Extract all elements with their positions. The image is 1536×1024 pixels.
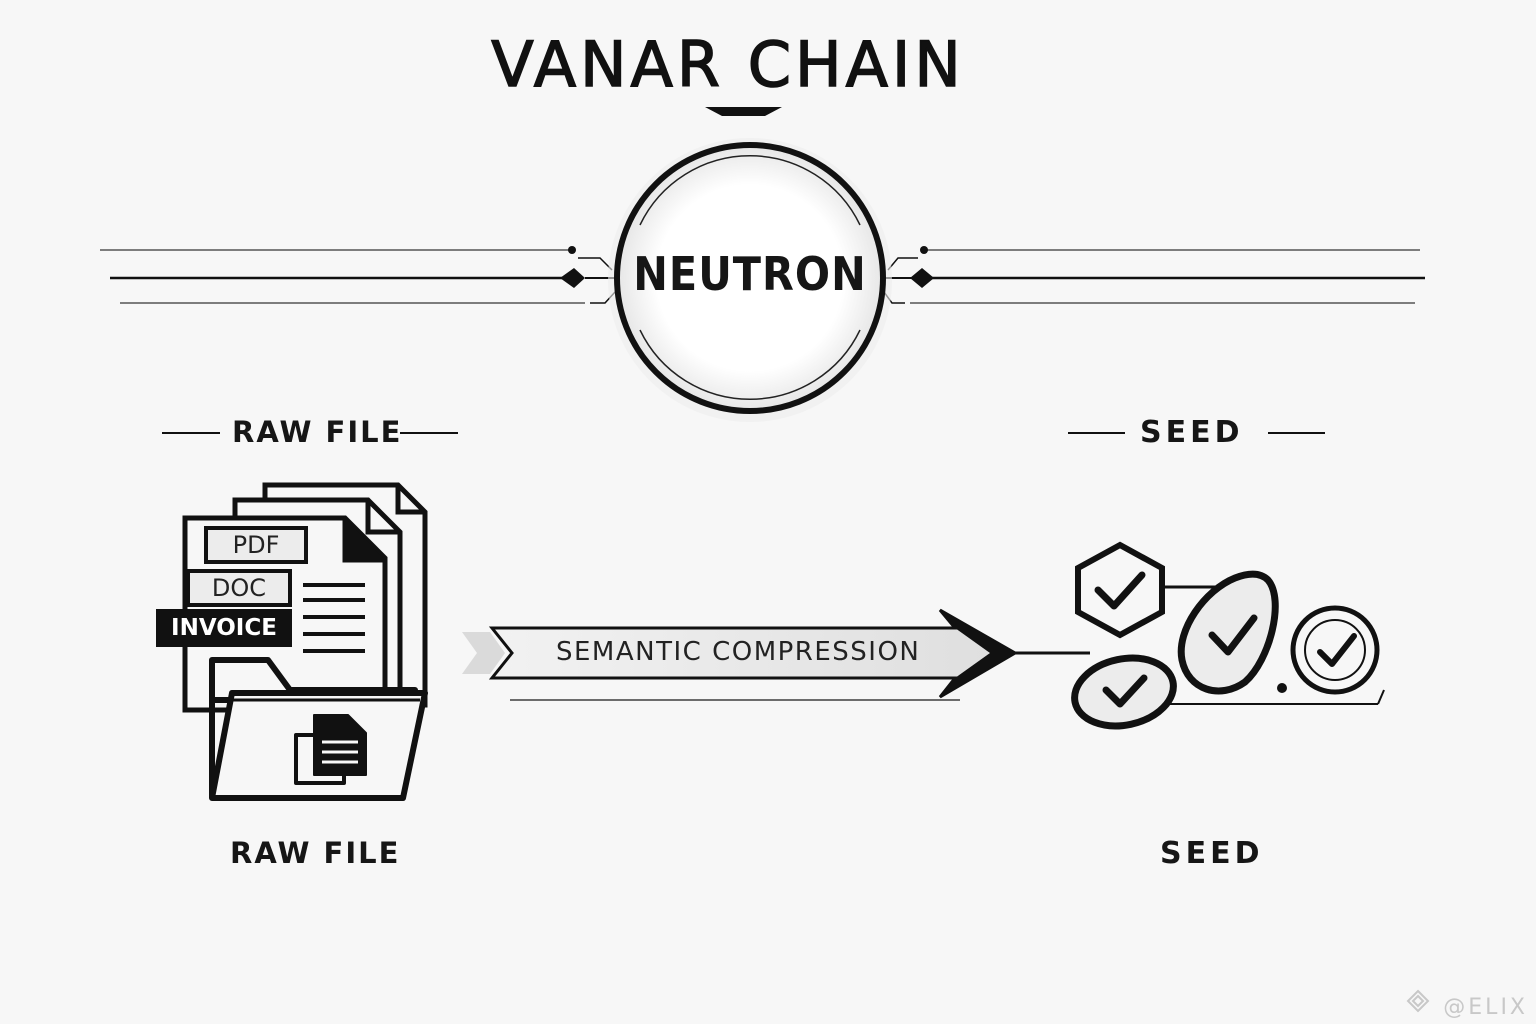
oval-check-icon [1177,570,1279,695]
file-tag-boxes [156,526,308,647]
folder-icon [209,657,428,801]
invoice-tag-box [156,609,292,647]
page-title: VANAR CHAIN [491,27,965,102]
oval-check-icon-small [1071,654,1177,730]
pdf-tag: PDF [232,531,280,559]
raw-file-heading: RAW FILE [232,415,403,449]
hub-label: NEUTRON [633,247,867,301]
hub-connector-left [100,246,616,304]
watermark-text: @ELIX [1443,995,1528,1020]
pdf-tag-box [204,526,308,564]
doc-tag: DOC [211,574,267,602]
circle-check-icon [1170,605,1385,705]
neutron-hub [608,138,892,422]
watermark-logo-icon [1406,989,1430,1013]
hexagon-check-icon [1075,541,1230,639]
invoice-tag: INVOICE [171,615,277,641]
raw-file-caption: RAW FILE [230,836,401,870]
title-divider [270,106,1190,116]
seed-caption: SEED [1160,836,1264,871]
arrow-label: SEMANTIC COMPRESSION [556,637,921,667]
arrow-right-icon [462,608,1090,701]
hub-connector-right [883,246,1425,304]
doc-tag-box [186,569,292,607]
seed-heading: SEED [1140,415,1244,450]
